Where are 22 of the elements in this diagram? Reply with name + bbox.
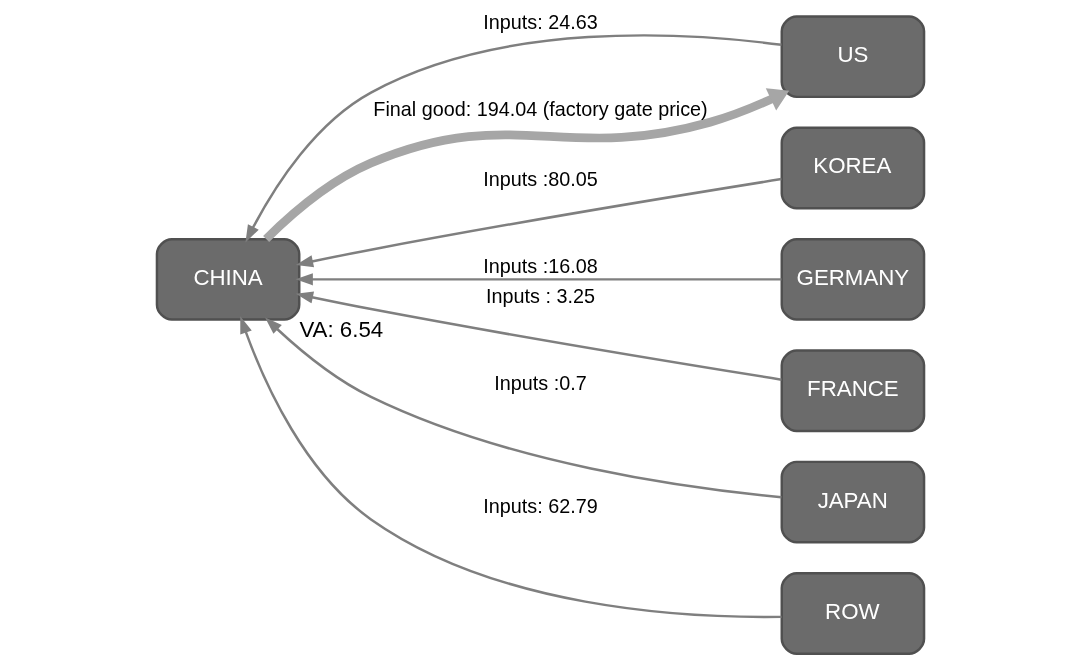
arrow xyxy=(295,273,782,286)
node-box: GERMANY xyxy=(780,237,926,321)
arrow xyxy=(265,317,782,499)
node-box: CHINA xyxy=(155,237,301,321)
arrow xyxy=(263,88,790,243)
node-box: FRANCE xyxy=(780,349,926,433)
edge-label: Final good: 194.04 (factory gate price) xyxy=(373,97,708,120)
edge-label: Inputs: 24.63 xyxy=(483,11,598,34)
edge-label: Inputs :0.7 xyxy=(494,372,587,395)
arrow xyxy=(240,316,782,619)
edge-label: Inputs : 3.25 xyxy=(486,284,595,307)
edge-label: Inputs :80.05 xyxy=(483,168,598,191)
node-box: ROW xyxy=(780,572,926,655)
node-box: US xyxy=(780,15,926,99)
node-box: KOREA xyxy=(780,126,926,210)
edge-label: Inputs: 62.79 xyxy=(483,494,598,517)
node-label: VA: 6.54 xyxy=(299,317,384,343)
edge-label: Inputs :16.08 xyxy=(483,254,598,277)
node-box: JAPAN xyxy=(780,460,926,544)
arrow xyxy=(295,291,782,381)
arrow xyxy=(245,34,782,243)
arrow xyxy=(295,177,782,268)
